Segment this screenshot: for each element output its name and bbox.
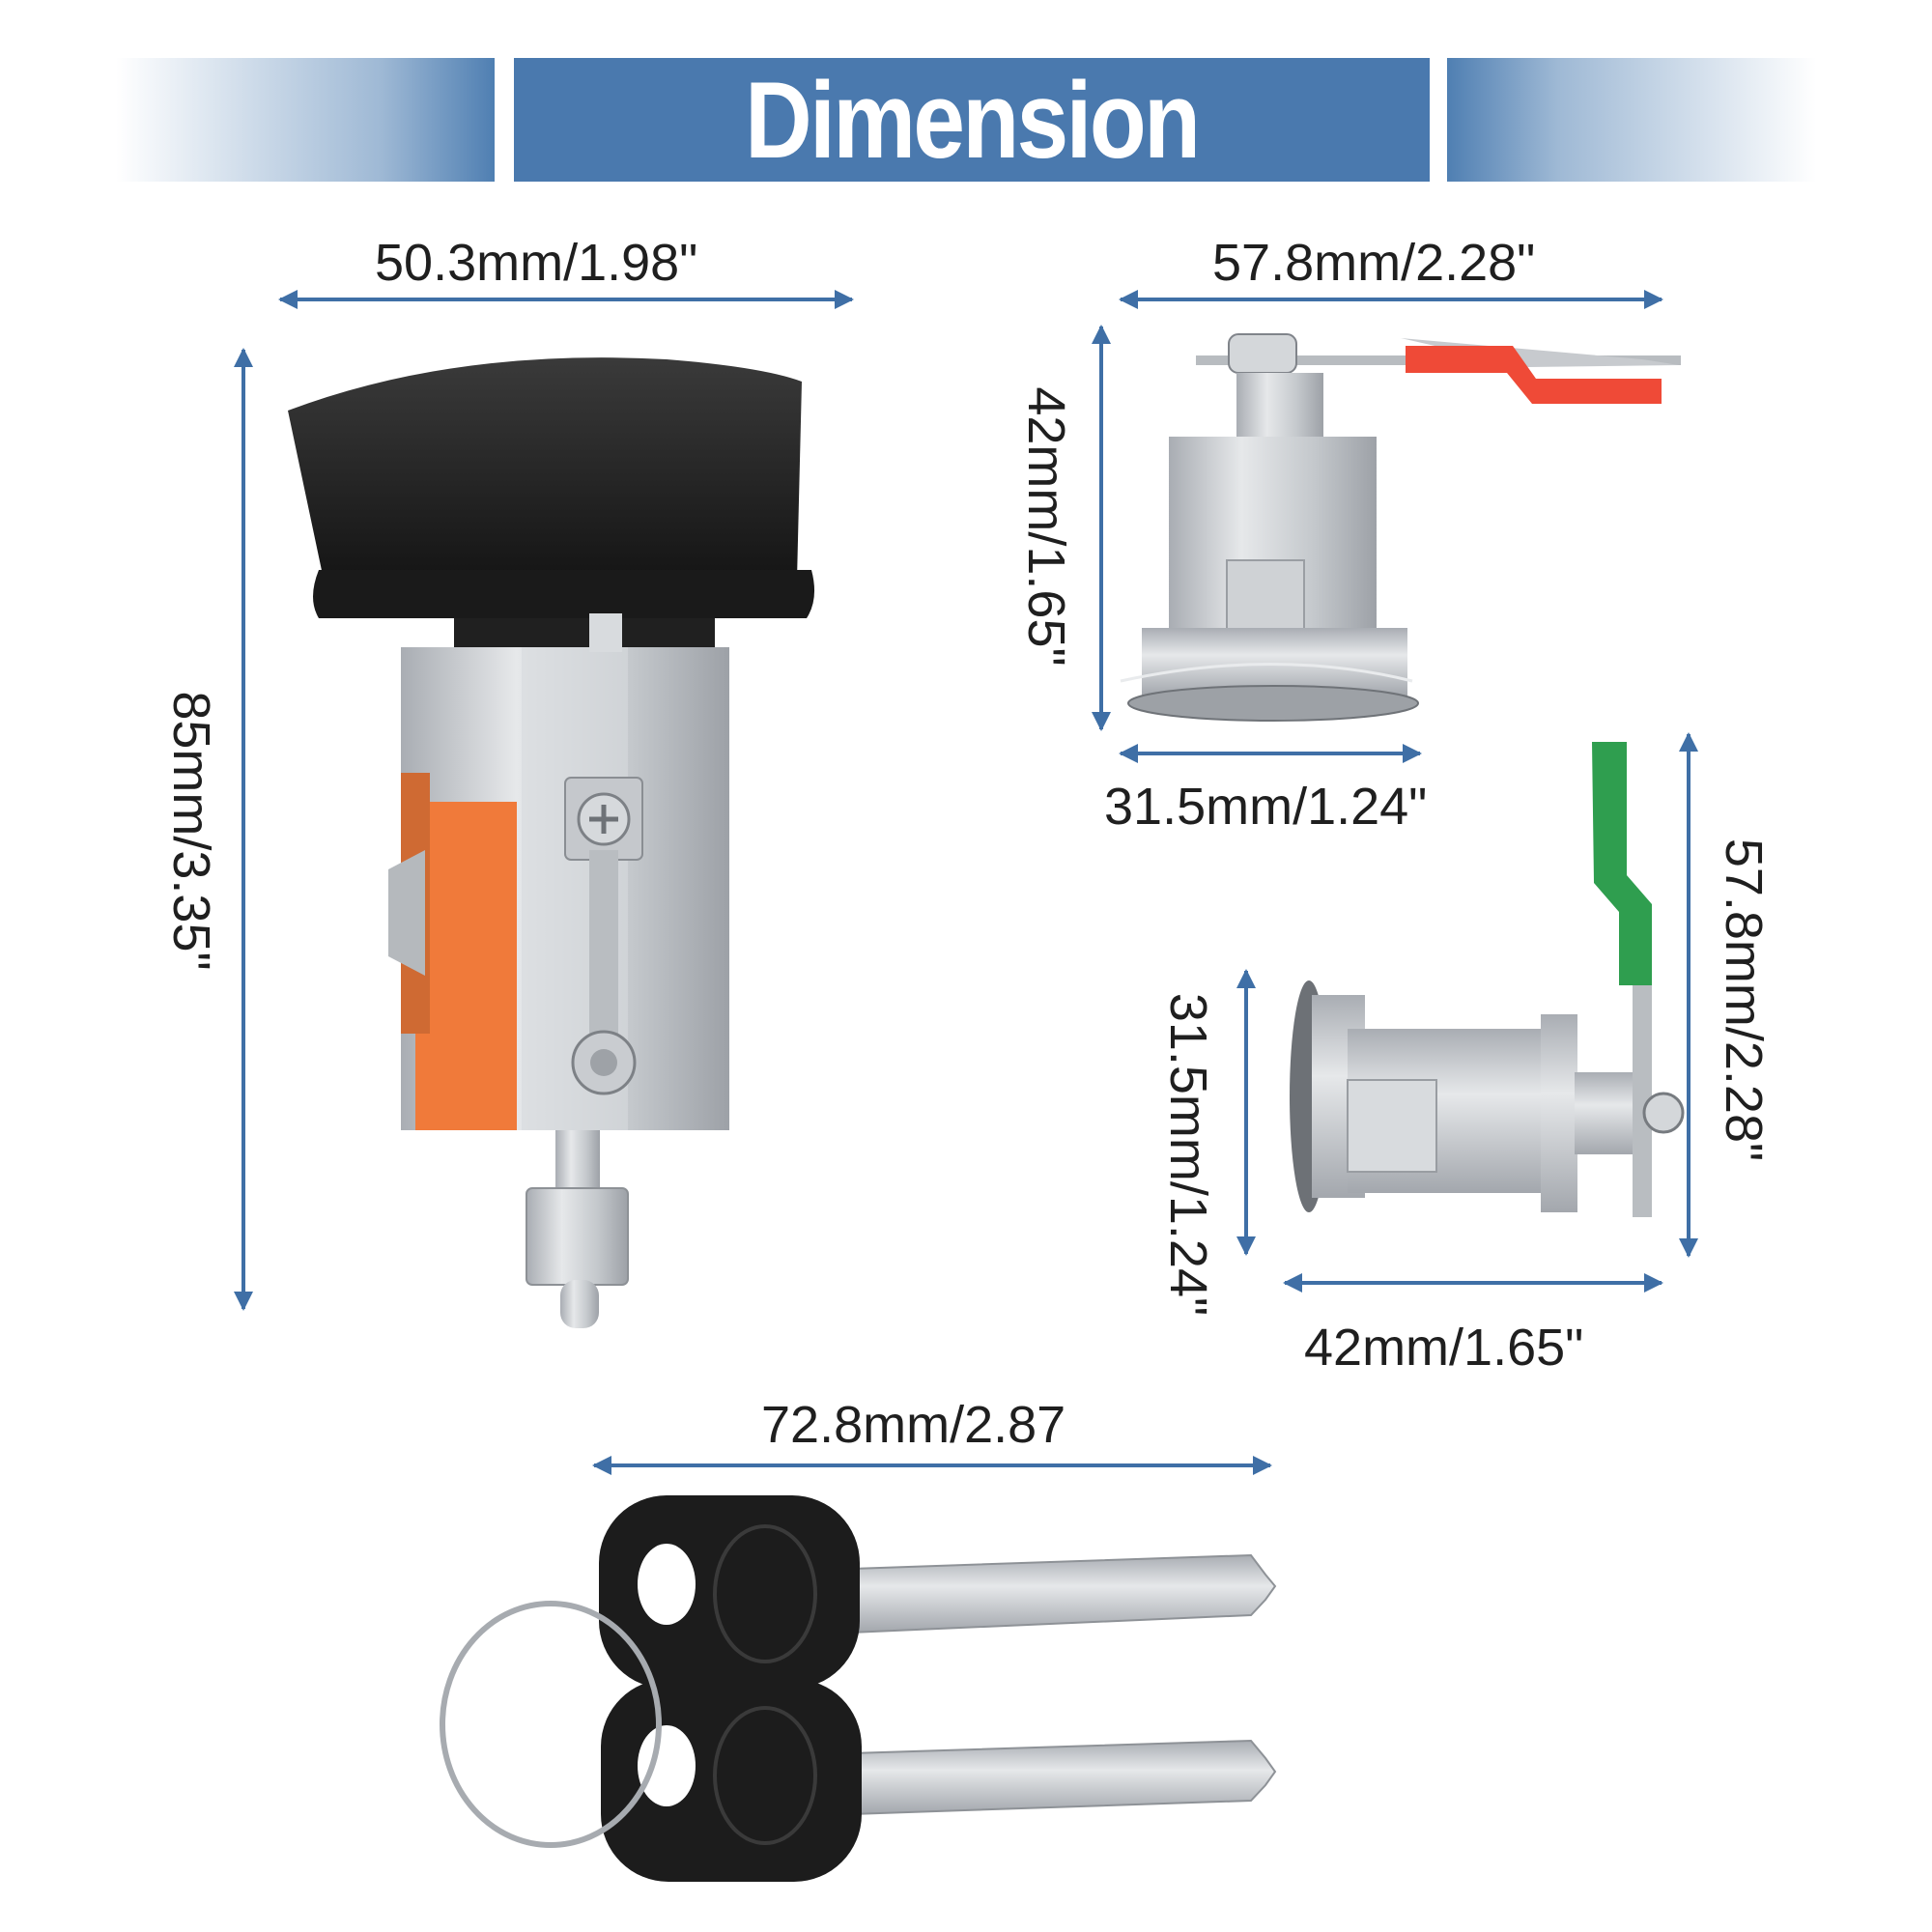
dimension-arrows bbox=[234, 290, 1698, 1475]
label-door-side-body: 31.5mm/1.24" bbox=[1159, 992, 1217, 1317]
key-blade-2 bbox=[849, 1739, 1277, 1816]
key-ring bbox=[440, 1601, 662, 1848]
label-door-top-width: 57.8mm/2.28" bbox=[1212, 234, 1536, 292]
label-door-side-width: 42mm/1.65" bbox=[1304, 1319, 1584, 1377]
banner-fade-right bbox=[1447, 58, 1816, 182]
ignition-cap bbox=[288, 357, 802, 580]
label-door-side-height: 57.8mm/2.28" bbox=[1715, 838, 1773, 1162]
label-door-top-height: 42mm/1.65" bbox=[1017, 386, 1075, 667]
key-set bbox=[440, 1495, 1277, 1882]
key-head-1 bbox=[599, 1495, 860, 1689]
label-ignition-width: 50.3mm/1.98" bbox=[375, 234, 698, 292]
door-lock-side bbox=[1290, 742, 1685, 1217]
label-ignition-height: 85mm/3.35" bbox=[162, 691, 220, 971]
title-banner: Dimension bbox=[514, 58, 1430, 182]
red-lever bbox=[1406, 346, 1662, 404]
label-door-top-base: 31.5mm/1.24" bbox=[1104, 778, 1428, 836]
ignition-cylinder bbox=[288, 357, 815, 1328]
door-lock-top bbox=[1120, 333, 1681, 722]
label-key-length: 72.8mm/2.87 bbox=[761, 1396, 1066, 1454]
green-lever bbox=[1592, 742, 1652, 985]
banner-fade-left bbox=[116, 58, 495, 182]
page-title: Dimension bbox=[745, 59, 1201, 181]
orange-connector bbox=[415, 802, 517, 1130]
key-blade-1 bbox=[849, 1553, 1277, 1634]
